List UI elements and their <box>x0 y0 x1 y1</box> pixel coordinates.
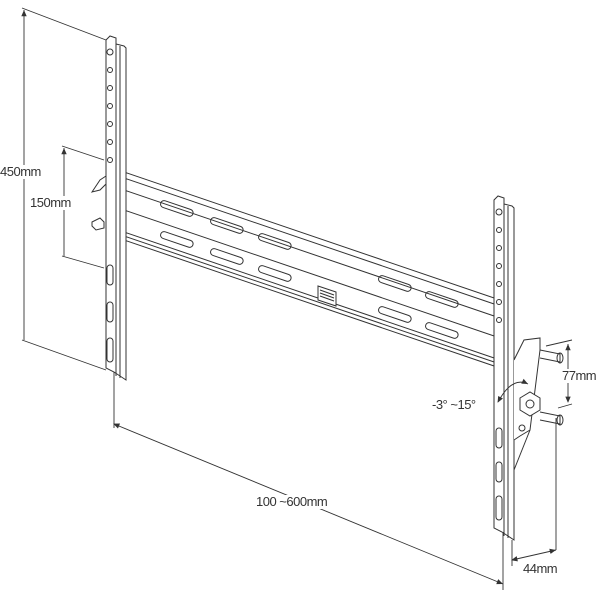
rail-slots-upper <box>160 200 459 308</box>
label-tilt-arm-depth: 77mm <box>562 368 597 383</box>
label-hole-spacing: 150mm <box>30 195 71 210</box>
label-width-range: 100 ~600mm <box>256 494 328 509</box>
label-wall-depth: 44mm <box>523 561 558 576</box>
left-vertical-bracket <box>90 35 127 381</box>
center-lock <box>317 285 337 307</box>
tilt-arc <box>497 378 529 403</box>
label-height-total: 450mm <box>0 164 41 179</box>
label-tilt-range: -3° ~15° <box>432 397 476 412</box>
dimension-44mm <box>511 418 557 566</box>
rail-slots-lower <box>160 231 459 339</box>
horizontal-rail <box>123 171 501 369</box>
right-vertical-bracket <box>493 195 564 541</box>
